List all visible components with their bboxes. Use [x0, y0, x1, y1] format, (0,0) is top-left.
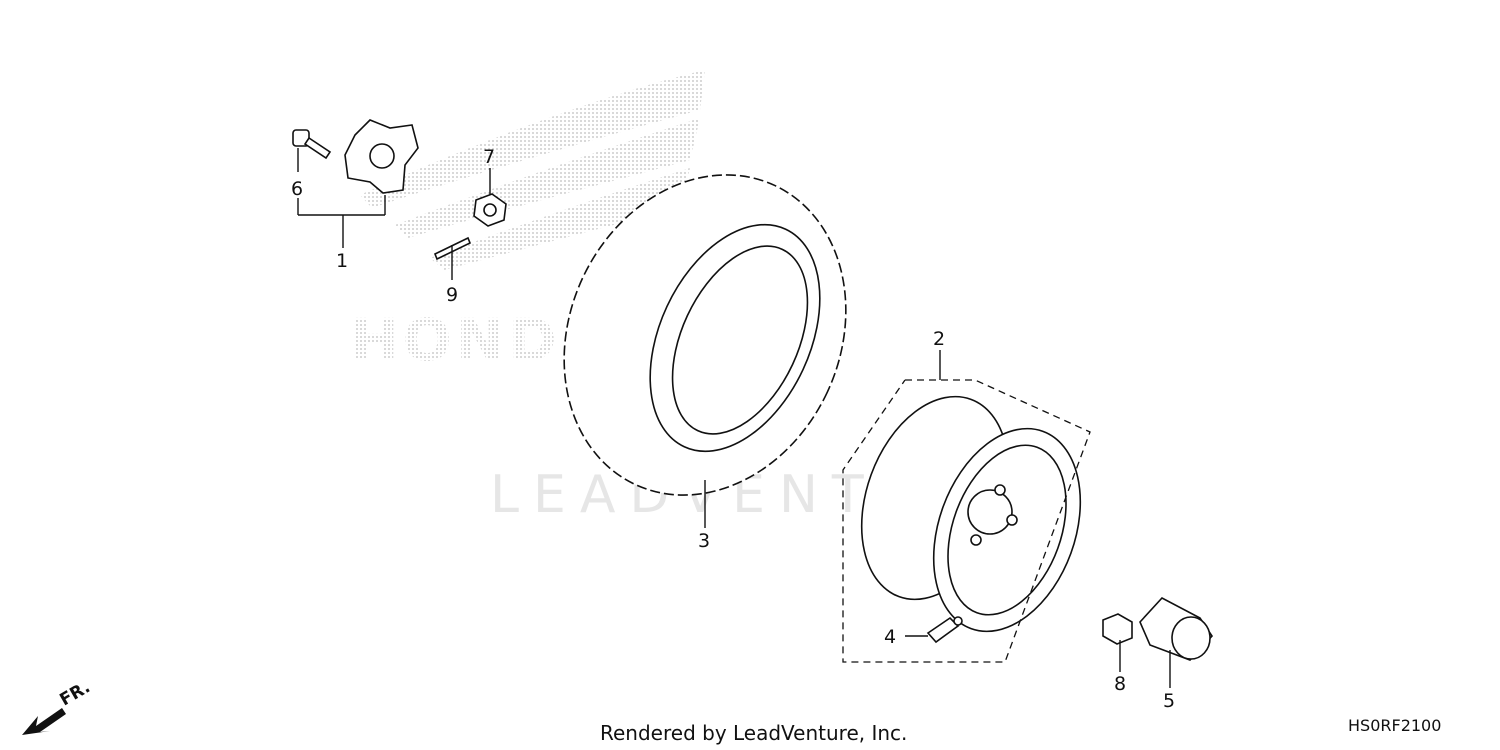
callout-3[interactable]: 3	[698, 530, 710, 552]
front-direction-indicator: FR.	[22, 677, 94, 735]
callout-8[interactable]: 8	[1114, 673, 1126, 695]
honda-watermark: HONDA	[350, 70, 705, 374]
callout-2[interactable]: 2	[933, 328, 945, 350]
honda-watermark-text: HONDA	[350, 306, 609, 374]
hub-cap-part-5[interactable]	[1139, 597, 1214, 661]
callout-1[interactable]: 1	[336, 250, 348, 272]
rim-assembly-bracket	[842, 379, 1091, 663]
hub-bolt-part-6[interactable]	[292, 129, 332, 160]
tire-part-3[interactable]	[513, 128, 897, 541]
wheel-nut-part-8[interactable]	[1102, 613, 1133, 645]
leader-lines	[297, 148, 1171, 688]
front-arrow-icon	[22, 708, 66, 735]
castle-nut-part-7[interactable]	[473, 193, 507, 227]
front-direction-label: FR.	[57, 677, 94, 710]
wheel-rim-part-2[interactable]	[835, 376, 1107, 652]
callout-6[interactable]: 6	[291, 178, 303, 200]
hub-part-1[interactable]	[344, 119, 419, 194]
callout-7[interactable]: 7	[483, 146, 495, 168]
valve-stem-part-4[interactable]	[926, 616, 963, 644]
callout-9[interactable]: 9	[446, 284, 458, 306]
honda-wing-icon	[360, 70, 705, 270]
diagram-code: HS0RF2100	[1348, 716, 1441, 735]
callout-4[interactable]: 4	[884, 626, 896, 648]
callout-5[interactable]: 5	[1163, 690, 1175, 712]
footer-credit: Rendered by LeadVenture, Inc.	[600, 721, 907, 745]
